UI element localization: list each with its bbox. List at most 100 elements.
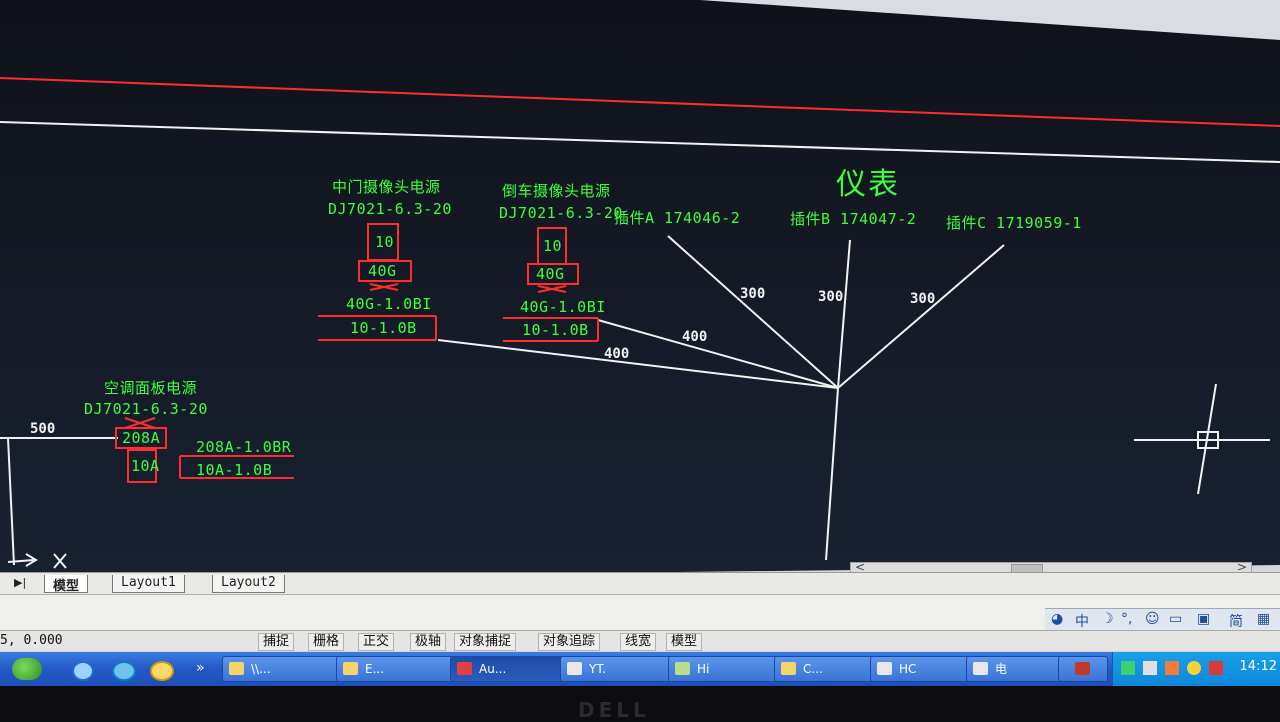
layout-tab-bar: ▶| 模型 Layout1 Layout2 [0,572,1280,595]
task-autocad[interactable]: Au... [450,656,580,682]
rear-box-bottom-label: 40G [536,265,565,283]
document-icon [567,662,582,675]
tray-update-icon[interactable] [1209,661,1223,675]
scroll-right-icon[interactable]: > [1236,560,1247,574]
status-polar[interactable]: 极轴 [410,633,447,651]
ac-box-bottom [127,449,157,483]
folder-icon [343,662,358,675]
harness-lines [0,235,1005,566]
autocad-icon [457,662,472,675]
tray-ime-icon[interactable] [1121,661,1135,675]
task-label: C... [803,662,823,676]
ac-panel-title: 空调面板电源 [104,379,198,397]
rear-camera-part: DJ7021-6.3-20 [499,204,623,222]
task-label: HC [899,662,917,676]
line-to-connector-b [837,239,851,389]
status-ortho[interactable]: 正交 [358,633,395,651]
tab-layout2[interactable]: Layout2 [212,575,285,593]
ime-lang[interactable]: 中 [1075,614,1089,630]
tray-security-icon[interactable] [1187,661,1201,675]
dimension-300-a: 300 [740,286,766,302]
status-lineweight[interactable]: 线宽 [620,633,657,651]
tray-network-icon[interactable] [1143,661,1157,675]
status-snap[interactable]: 捕捉 [258,633,295,651]
task-hi[interactable]: Hi [668,656,794,682]
middle-wire-top: 40G-1.0BI [346,295,432,313]
mail-icon [675,662,690,675]
rear-camera-title: 倒车摄像头电源 [502,182,611,200]
status-grid[interactable]: 栅格 [308,633,345,651]
line-to-connector-c [837,244,1005,389]
drawing-canvas[interactable] [0,0,1280,580]
ime-menu-icon[interactable]: ▦ [1257,611,1271,627]
status-model[interactable]: 模型 [666,633,703,651]
task-extra[interactable] [1058,656,1108,682]
line-to-rear-camera [597,319,839,389]
red-border-line [0,77,1280,127]
tray-volume-icon[interactable] [1165,661,1179,675]
ime-punct-icon[interactable]: °, [1121,611,1133,627]
task-yt[interactable]: YT. [560,656,686,682]
line-to-middle-camera [437,339,839,389]
tab-model[interactable]: 模型 [44,575,89,594]
quicklaunch-ie-icon[interactable] [72,661,94,681]
status-otrack[interactable]: 对象追踪 [538,633,601,651]
white-border-line [0,121,1280,163]
middle-camera-title: 中门摄像头电源 [332,178,441,196]
ime-tools-icon[interactable]: ▣ [1197,611,1211,627]
connector-b-label: 插件B 174047-2 [790,210,917,228]
ime-toolbar[interactable]: ◕ 中 ☽ °, ☺ ▭ ▣ 简 ▦ [1045,608,1280,631]
quicklaunch-media-icon[interactable] [150,661,174,681]
middle-box-bottom [358,260,412,282]
connector-c-label: 插件C 1719059-1 [946,214,1082,232]
ac-panel-connector[interactable] [115,417,294,483]
windows-taskbar: » \\... E... Au... YT. Hi C... HC 电 14:1… [0,652,1280,686]
scroll-left-icon[interactable]: < [855,560,866,574]
middle-camera-connector[interactable] [318,223,437,341]
ac-wire-top: 208A-1.0BR [196,438,292,456]
tab-layout1[interactable]: Layout1 [112,575,185,593]
task-label: 电 [995,662,1008,676]
folder-icon [229,662,244,675]
task-folder-2[interactable]: E... [336,656,466,682]
dimension-300-c: 300 [910,291,936,307]
rear-wire-top: 40G-1.0BI [520,298,606,316]
ime-settings-icon[interactable]: ☺ [1145,611,1160,627]
system-tray: 14:12 [1112,652,1280,686]
dimension-300-b: 300 [818,289,844,305]
ac-wire-bottom: 10A-1.0B [196,461,273,479]
ime-moon-icon[interactable]: ☽ [1101,611,1114,627]
start-button-icon[interactable] [12,658,42,680]
rear-camera-connector[interactable] [503,227,599,342]
meter-title: 仪表 [836,167,900,202]
status-osnap[interactable]: 对象捕捉 [454,633,517,651]
middle-box-bottom-label: 40G [368,262,397,280]
ucs-icon [7,553,67,569]
pen-icon [1075,662,1090,675]
ac-box-top [115,427,167,449]
middle-wire-bottom: 10-1.0B [350,319,417,337]
monitor-bezel-bottom [0,686,1280,720]
ime-keyboard-icon[interactable]: ▭ [1169,611,1183,627]
document-icon [973,662,988,675]
taskbar-clock[interactable]: 14:12 [1239,659,1277,674]
ac-box-bottom-label: 10A [131,457,160,475]
monitor-logo: DELL [578,698,650,722]
canvas-background [0,0,1280,580]
folder-icon [781,662,796,675]
status-bar: 5, 0.000 捕捉 栅格 正交 极轴 对象捕捉 对象追踪 线宽 模型 [0,630,1280,651]
connector-a-label: 插件A 174046-2 [614,209,741,227]
left-vertical-line [7,437,15,566]
rear-box-top-label: 10 [543,237,563,255]
tab-nav-last-icon[interactable]: ▶| [14,576,27,589]
task-folder-1[interactable]: \\... [222,656,352,682]
ime-logo-icon: ◕ [1051,611,1064,627]
quicklaunch-more[interactable]: » [196,660,205,676]
ac-box-top-label: 208A [122,429,161,447]
quicklaunch-explorer-icon[interactable] [112,661,136,681]
trunk-line [825,387,839,561]
middle-box-top-label: 10 [375,233,395,251]
document-icon [877,662,892,675]
task-label: \\... [251,662,271,676]
ime-mode[interactable]: 简 [1229,614,1243,630]
